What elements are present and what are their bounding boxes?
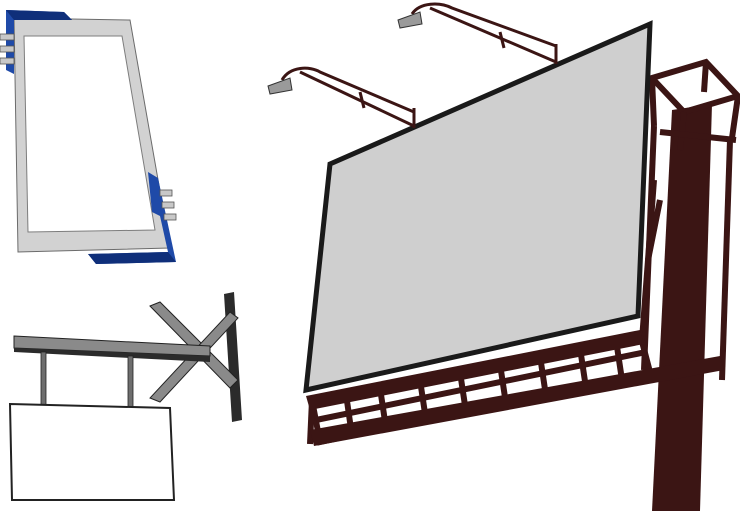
hanging-bracket-sign xyxy=(8,292,242,501)
vertical-sign-corner-bottom-right xyxy=(88,172,176,264)
hanging-rod xyxy=(127,355,134,411)
hanging-sign-panel xyxy=(8,402,176,501)
vertical-sign-tab xyxy=(161,201,175,209)
vertical-sign-tab xyxy=(0,57,15,65)
lamp-head xyxy=(397,11,423,29)
vertical-sign-tab xyxy=(0,33,15,41)
billboard-pole xyxy=(652,104,712,511)
billboard-lamp xyxy=(397,2,558,64)
billboard-panel xyxy=(303,20,653,394)
lamp-head xyxy=(267,77,293,95)
vertical-frame-sign xyxy=(0,10,177,264)
bracket-wall-post xyxy=(224,292,242,422)
billboard-lamp xyxy=(267,66,416,128)
hanging-rod xyxy=(40,351,47,407)
vertical-sign-tab xyxy=(159,189,173,197)
vertical-sign-tab xyxy=(163,213,177,221)
vertical-sign-tab xyxy=(0,45,15,53)
vertical-sign-panel xyxy=(23,35,156,233)
large-billboard xyxy=(267,2,740,511)
billboard-truss xyxy=(639,58,740,381)
